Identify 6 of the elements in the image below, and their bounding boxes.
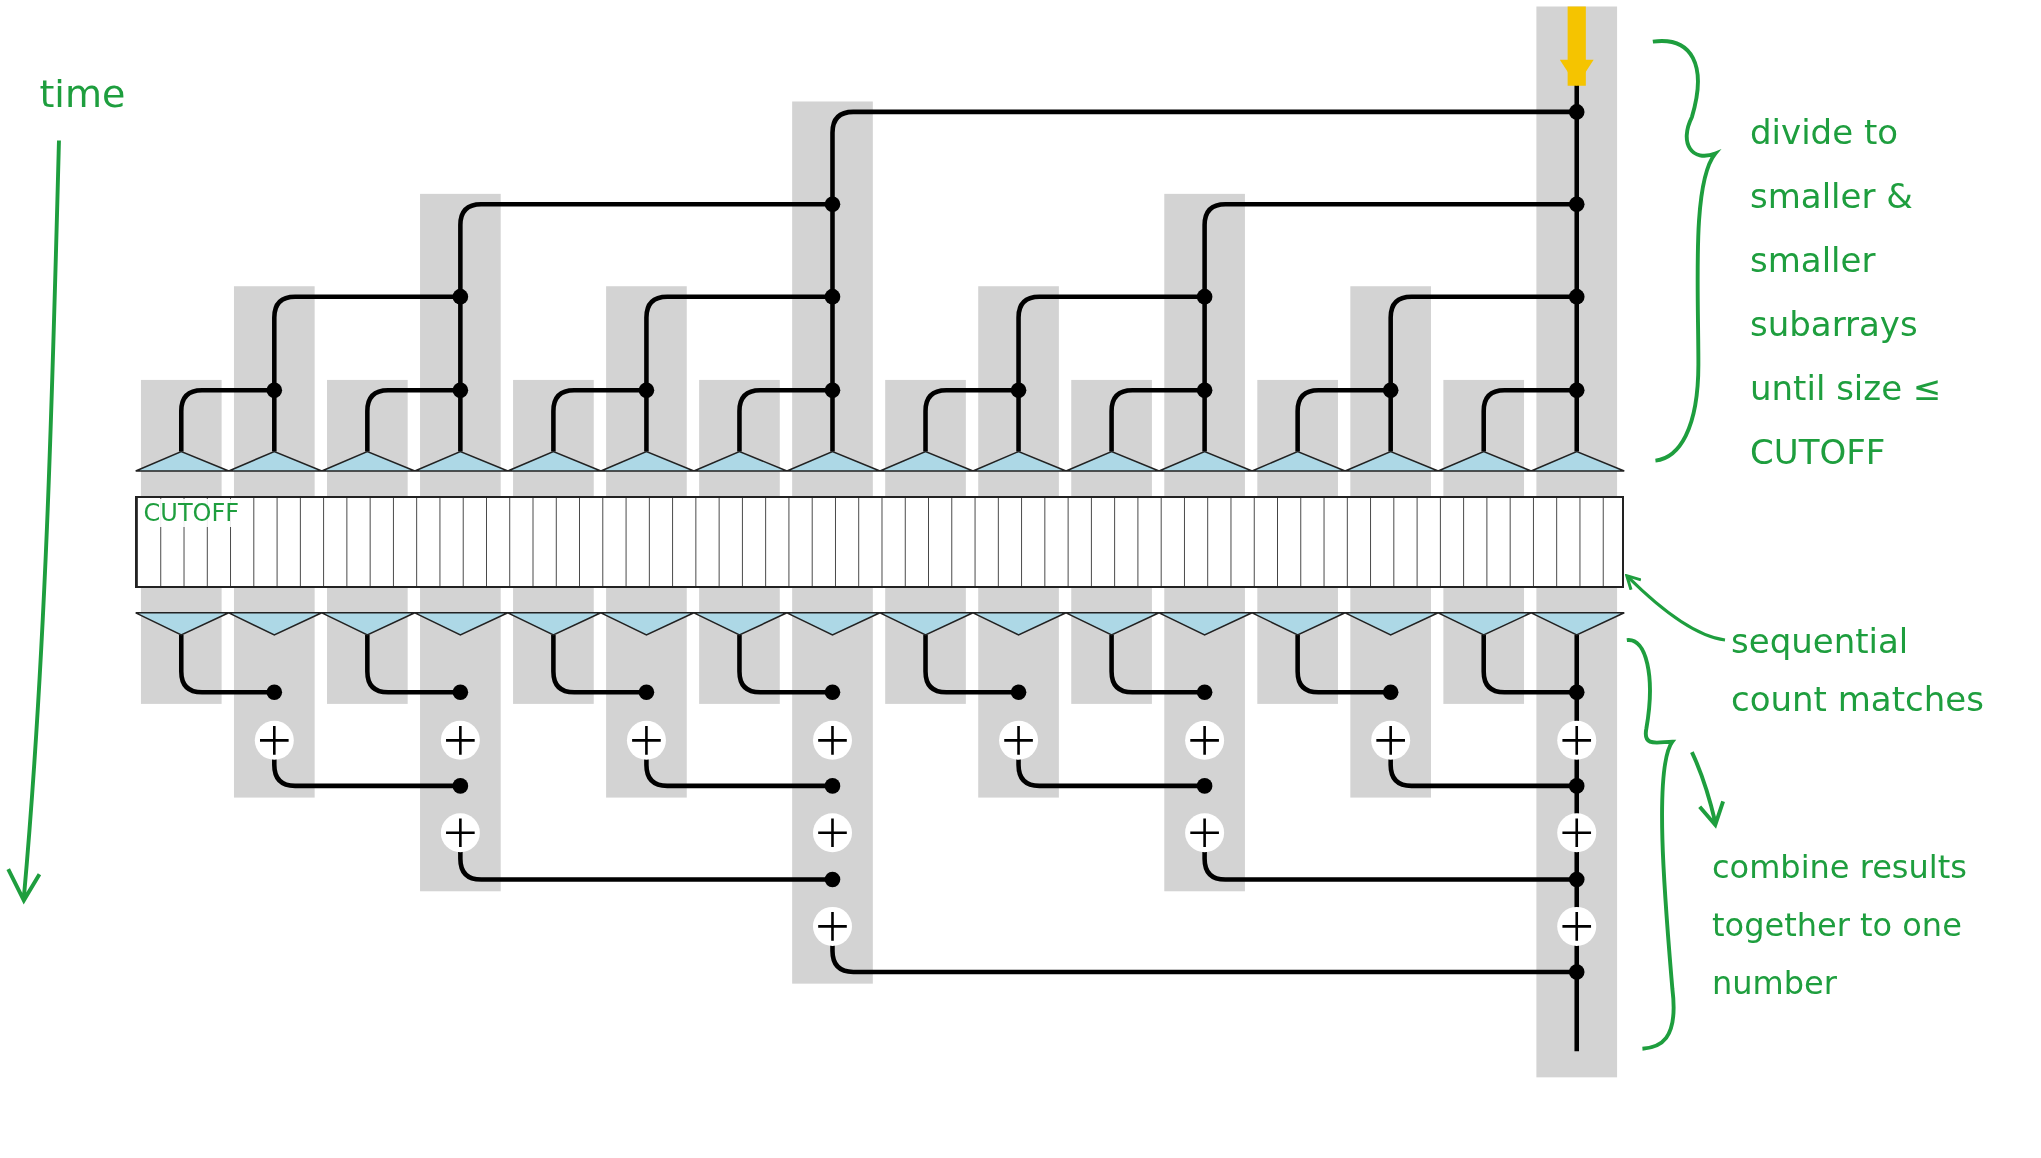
annotation-label: time	[38, 71, 127, 116]
annotation-text: divide to smaller & smaller subarrays until size ≤ CUTOFF	[1750, 100, 1946, 484]
annotation-text: combine results together to one number	[1712, 838, 1982, 1012]
array-bar	[135, 495, 1625, 589]
arrow	[1625, 574, 1726, 642]
annotation-text: sequential count matches	[1731, 612, 2001, 728]
